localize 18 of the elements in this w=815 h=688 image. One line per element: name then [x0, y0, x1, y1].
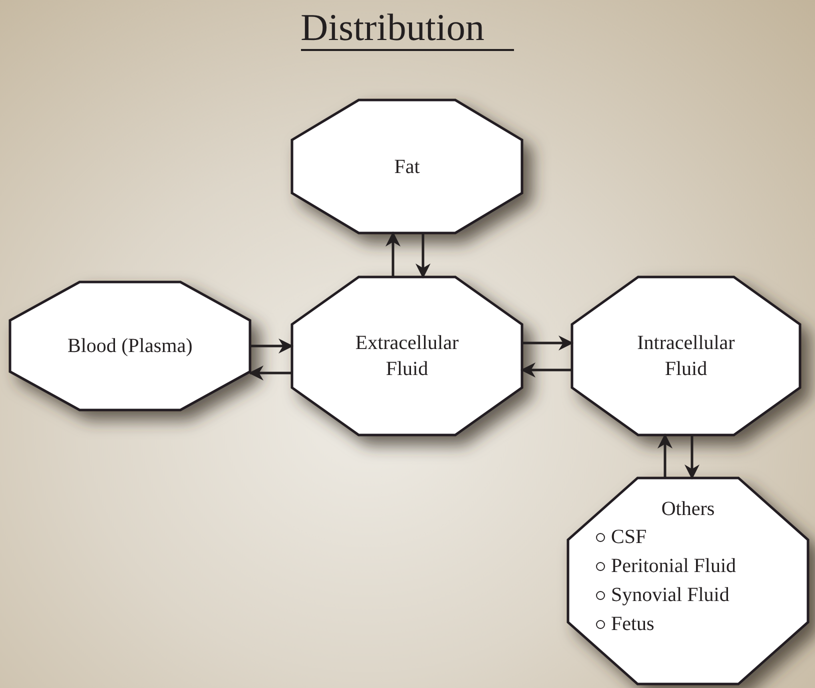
list-item: Synovial Fluid: [611, 583, 730, 608]
arrow: [520, 362, 572, 378]
title: Distribution: [300, 7, 514, 51]
node-label: Intracellular Fluid: [636, 331, 736, 382]
arrow: [416, 233, 430, 278]
arrow: [684, 435, 700, 480]
arrow: [522, 336, 574, 350]
arrow: [250, 338, 294, 354]
arrow: [658, 434, 672, 478]
node-label: Blood (Plasma): [68, 334, 192, 359]
list-item: CSF: [611, 525, 647, 550]
node-label: Fat: [394, 154, 420, 180]
arrow: [248, 366, 292, 380]
node-heading: Others: [661, 497, 715, 522]
arrow: [386, 232, 400, 277]
list-item: Fetus: [611, 612, 654, 637]
list-item: Peritonial Fluid: [611, 554, 736, 579]
node-label: Extracellular Fluid: [354, 331, 460, 382]
